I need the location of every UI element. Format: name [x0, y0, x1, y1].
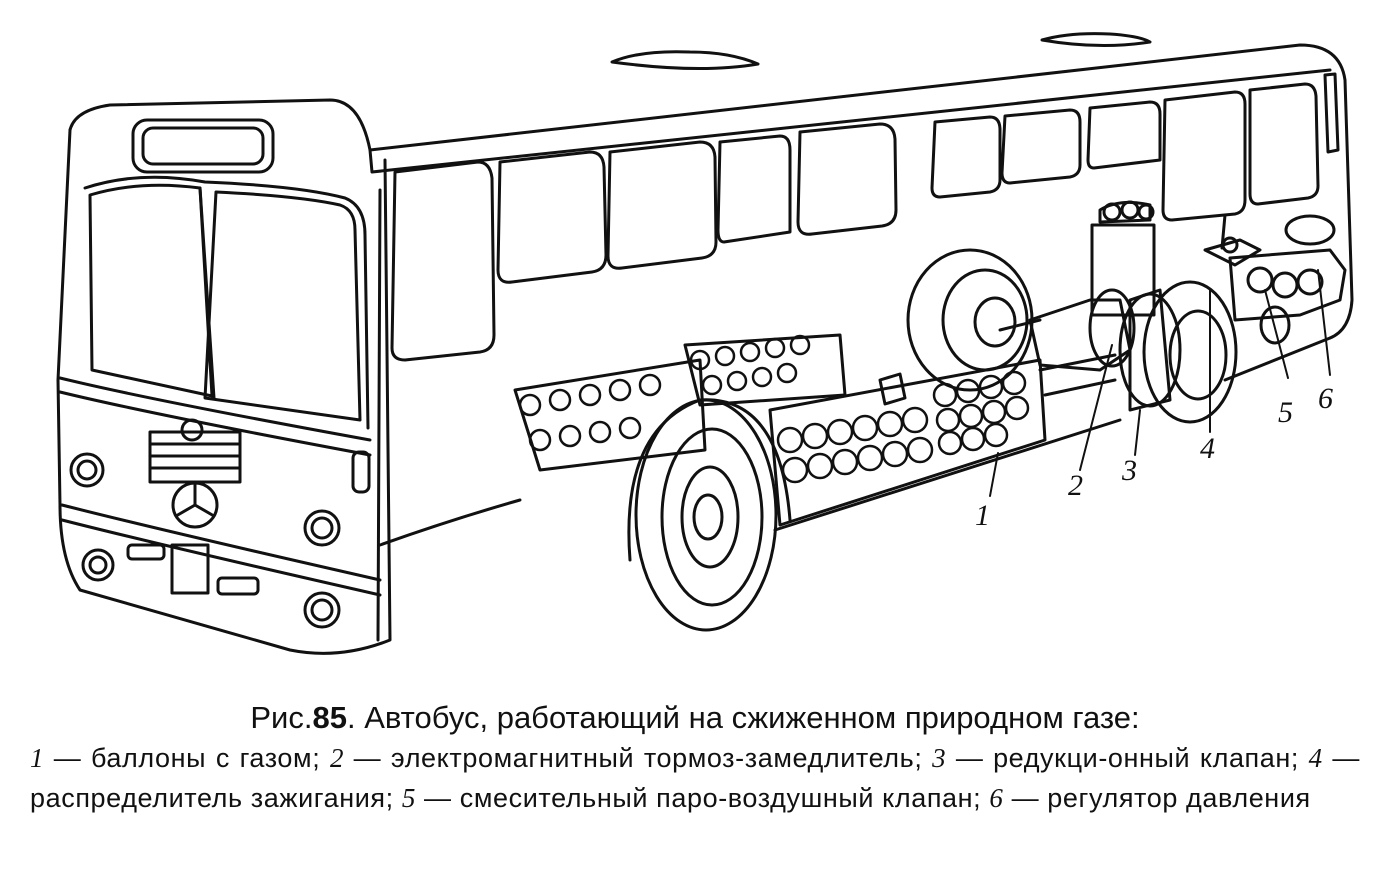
caption-prefix: Рис. — [250, 700, 313, 735]
legend-text: — распределитель зажигания; — [30, 743, 1361, 813]
engine-assembly — [998, 200, 1347, 412]
front-wheel — [627, 398, 792, 632]
legend-text: — смесительный паро-воздушный клапан; — [415, 783, 990, 813]
callout-5: 5 — [1278, 396, 1293, 429]
legend-num: 6 — [989, 783, 1004, 813]
figure-number: 85 — [312, 700, 347, 735]
caption-title: Рис.85. Автобус, работающий на сжиженном… — [30, 698, 1360, 738]
legend-text: — электромагнитный тормоз-замедлитель; — [344, 743, 933, 773]
legend-num: 3 — [932, 743, 947, 773]
callout-6: 6 — [1318, 382, 1333, 415]
legend-item-5: 5 — смесительный паро-воздушный клапан; — [402, 783, 990, 813]
callout-2: 2 — [1068, 469, 1083, 502]
callout-numbers: 1 2 3 4 5 6 — [975, 382, 1333, 532]
bus-body — [56, 32, 1354, 655]
gas-cylinders — [513, 333, 1117, 527]
leader-lines — [989, 269, 1331, 497]
legend-item-2: 2 — электромагнитный тормоз-замедлитель; — [330, 743, 932, 773]
legend-num: 4 — [1308, 743, 1323, 773]
legend-num: 2 — [329, 743, 345, 773]
legend-item-4: 4 — распределитель зажигания; — [30, 743, 1360, 813]
bus-illustration: 1 2 3 4 5 6 — [56, 32, 1354, 655]
side-windows — [390, 72, 1340, 362]
legend-num: 1 — [30, 743, 45, 773]
caption-legend: 1 — баллоны с газом; 2 — электромагнитны… — [30, 738, 1360, 818]
legend-item-1: 1 — баллоны с газом; — [30, 743, 330, 773]
callout-1: 1 — [975, 499, 990, 532]
legend-item-6: 6 — регулятор давления — [989, 783, 1310, 813]
legend-text: — регулятор давления — [1003, 783, 1311, 813]
caption-title-text: . Автобус, работающий на сжиженном приро… — [346, 700, 1140, 735]
callout-4: 4 — [1200, 432, 1215, 465]
callout-3: 3 — [1121, 454, 1137, 487]
legend-text: — баллоны с газом; — [44, 743, 330, 773]
figure-caption: Рис.85. Автобус, работающий на сжиженном… — [30, 698, 1360, 818]
legend-item-3: 3 — редукци-онный клапан; — [932, 743, 1309, 773]
legend-num: 5 — [401, 783, 416, 813]
legend-text: — редукци-онный клапан; — [946, 743, 1309, 773]
